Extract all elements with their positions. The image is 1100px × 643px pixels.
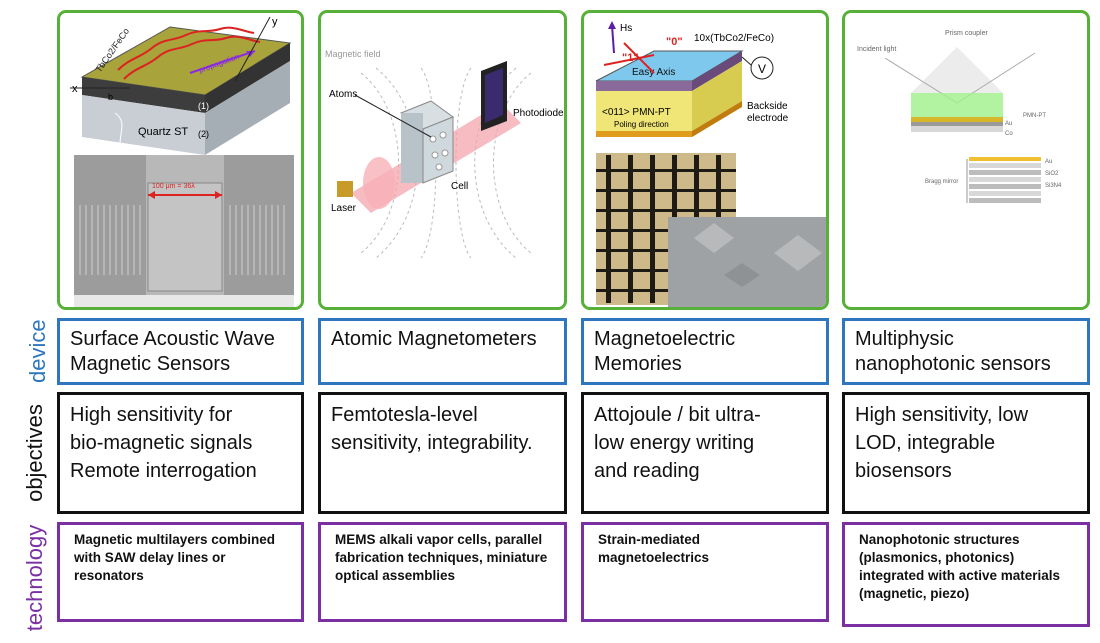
technology-box-saw: Magnetic multilayers combined with SAW d… bbox=[57, 522, 304, 622]
bragg-label: Bragg mirror bbox=[925, 179, 958, 185]
scale-label: 100 μm = 36λ bbox=[152, 183, 195, 190]
technology-text-memory: Strain-mediated magnetoelectrics bbox=[598, 532, 710, 565]
device-box-memory: Magnetoelectric Memories bbox=[581, 318, 829, 385]
objective-line: High sensitivity for bbox=[70, 404, 233, 426]
cell-label: Cell bbox=[451, 181, 468, 192]
atoms-label: Atoms bbox=[329, 89, 357, 100]
voltmeter-label: V bbox=[758, 62, 766, 76]
objective-line: and reading bbox=[594, 460, 700, 482]
device-box-atomic: Atomic Magnetometers bbox=[318, 318, 567, 385]
objective-line: LOD, integrable bbox=[855, 432, 996, 454]
axis-x-label: x bbox=[72, 83, 78, 95]
sio2-label: SiO2 bbox=[1045, 171, 1059, 177]
backside-label: Backside bbox=[747, 101, 788, 112]
objectives-box-saw: High sensitivity for bio-magnetic signal… bbox=[57, 392, 304, 514]
technology-box-atomic: MEMS alkali vapor cells, parallel fabric… bbox=[318, 522, 567, 622]
saw-sensor-diagram: y x b TbCo2/FeCo propagation (1) (2) Qua… bbox=[70, 16, 294, 307]
axis-b-label: b bbox=[108, 92, 113, 102]
row-label-technology: technology bbox=[22, 524, 47, 632]
nanophotonic-diagram: Prism coupler Incident light PMN-PT Au C… bbox=[857, 30, 1062, 203]
pmnpt-label: <011> PMN-PT bbox=[602, 107, 671, 118]
layer1-label: (1) bbox=[198, 101, 209, 111]
technology-text-nanophotonic: Nanophotonic structures (plasmonics, pho… bbox=[859, 532, 1061, 601]
incident-label: Incident light bbox=[857, 46, 896, 53]
layer2-label: (2) bbox=[198, 129, 209, 139]
au2-label: Au bbox=[1045, 159, 1052, 165]
atomic-magnetometer-figure: Magnetic field Laser Atoms Cell Photodio… bbox=[318, 10, 567, 310]
device-box-saw: Surface Acoustic Wave Magnetic Sensors bbox=[57, 318, 304, 385]
au-label: Au bbox=[1005, 121, 1012, 127]
memory-diagram: Easy Axis Hs "1" "0" 10x(TbCo2/FeCo) V <… bbox=[595, 21, 826, 307]
hs-label: Hs bbox=[620, 23, 632, 34]
objective-line: Remote interrogation bbox=[70, 460, 257, 482]
si3n4-label: Si3N4 bbox=[1045, 183, 1062, 189]
objective-line: low energy writing bbox=[594, 432, 755, 454]
nanophotonic-figure: Prism coupler Incident light PMN-PT Au C… bbox=[842, 10, 1090, 310]
device-text-nanophotonic: Multiphysic nanophotonic sensors bbox=[855, 328, 1051, 375]
objective-line: bio-magnetic signals bbox=[70, 432, 253, 454]
atomic-magnetometer-diagram: Magnetic field Laser Atoms Cell Photodio… bbox=[325, 49, 564, 259]
technology-box-nanophotonic: Nanophotonic structures (plasmonics, pho… bbox=[842, 522, 1090, 627]
technology-text-atomic: MEMS alkali vapor cells, parallel fabric… bbox=[335, 532, 548, 583]
memory-figure: Easy Axis Hs "1" "0" 10x(TbCo2/FeCo) V <… bbox=[581, 10, 829, 310]
device-text-atomic: Atomic Magnetometers bbox=[331, 328, 537, 350]
objective-line: sensitivity, integrability. bbox=[331, 432, 533, 454]
saw-sensor-figure: y x b TbCo2/FeCo propagation (1) (2) Qua… bbox=[57, 10, 304, 310]
substrate-label: Quartz ST bbox=[138, 126, 188, 138]
pmnpt-label-2: PMN-PT bbox=[1023, 113, 1046, 119]
axis-y-label: y bbox=[272, 16, 278, 28]
device-text-saw: Surface Acoustic Wave Magnetic Sensors bbox=[70, 328, 275, 375]
technology-text-saw: Magnetic multilayers combined with SAW d… bbox=[74, 532, 276, 583]
objectives-box-nanophotonic: High sensitivity, low LOD, integrable bi… bbox=[842, 392, 1090, 514]
one-label: "1" bbox=[622, 52, 639, 64]
row-label-device: device bbox=[25, 319, 50, 383]
stack-label: 10x(TbCo2/FeCo) bbox=[694, 33, 774, 44]
poling-label: Poling direction bbox=[614, 120, 669, 129]
objectives-box-memory: Attojoule / bit ultra- low energy writin… bbox=[581, 392, 829, 514]
zero-label: "0" bbox=[666, 36, 683, 48]
objective-line: High sensitivity, low bbox=[855, 404, 1029, 426]
photodiode-label: Photodiode bbox=[513, 108, 564, 119]
field-label: Magnetic field bbox=[325, 49, 381, 59]
co-label: Co bbox=[1005, 131, 1013, 137]
prism-label: Prism coupler bbox=[945, 30, 988, 37]
objective-line: Femtotesla-level bbox=[331, 404, 478, 426]
objectives-box-atomic: Femtotesla-level sensitivity, integrabil… bbox=[318, 392, 567, 514]
objective-line: Attojoule / bit ultra- bbox=[594, 404, 761, 426]
laser-label: Laser bbox=[331, 203, 357, 214]
device-box-nanophotonic: Multiphysic nanophotonic sensors bbox=[842, 318, 1090, 385]
row-label-objectives: objectives bbox=[22, 404, 47, 502]
electrode-label: electrode bbox=[747, 113, 789, 124]
device-text-memory: Magnetoelectric Memories bbox=[594, 328, 736, 375]
technology-box-memory: Strain-mediated magnetoelectrics bbox=[581, 522, 829, 622]
objective-line: biosensors bbox=[855, 460, 952, 482]
